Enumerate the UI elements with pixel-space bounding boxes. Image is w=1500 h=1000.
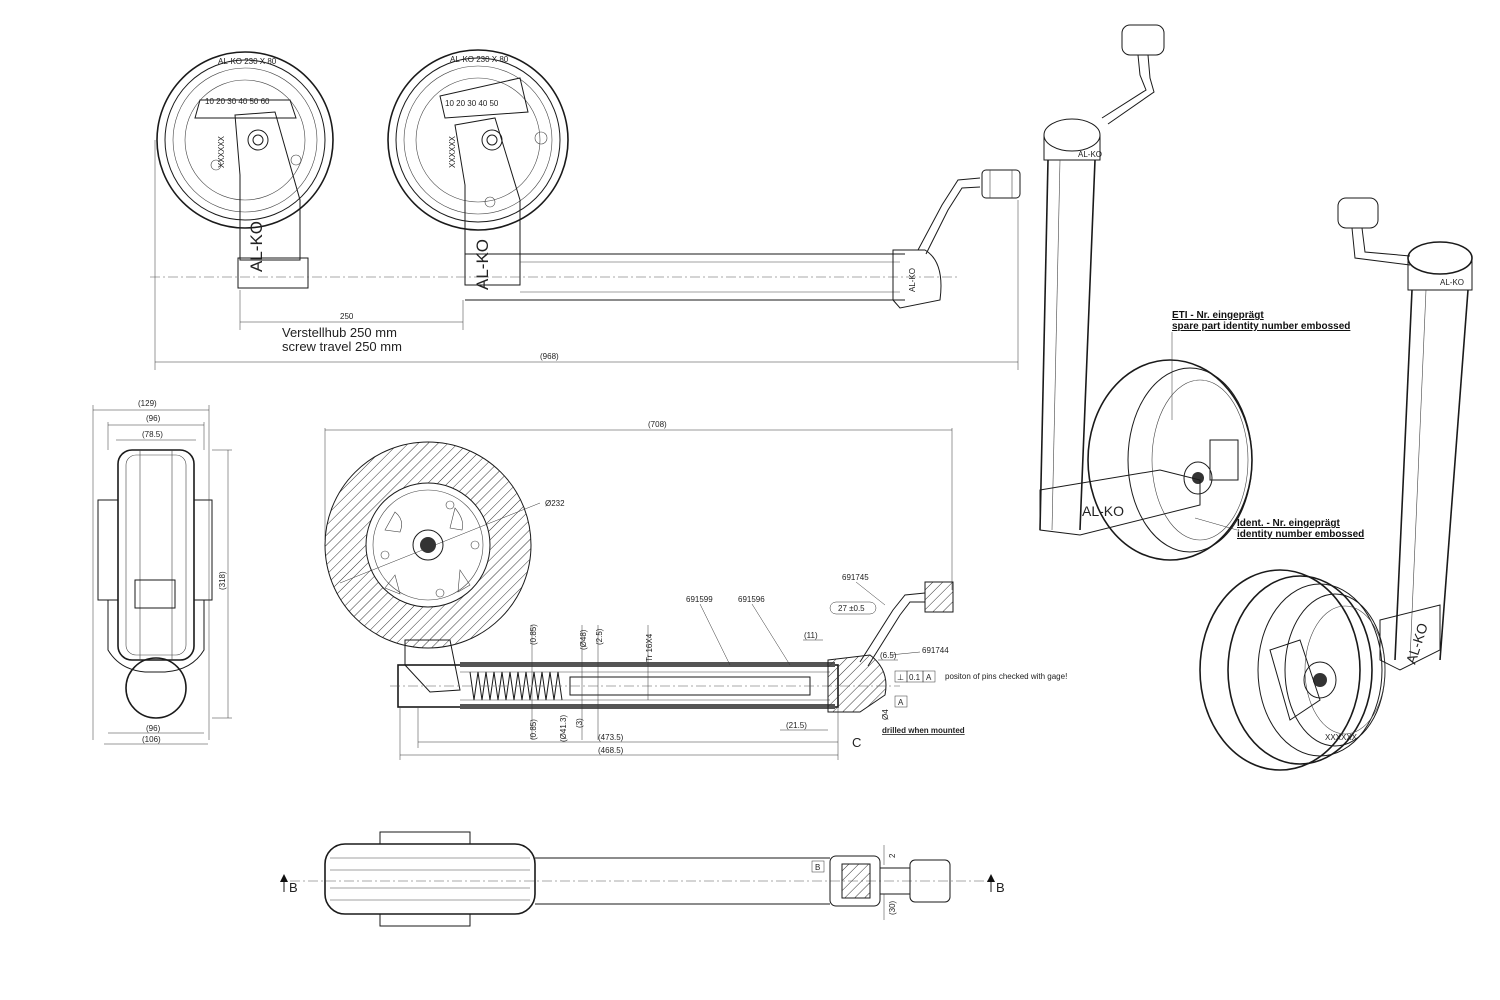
logo-persp-1-head: AL-KO [1078,150,1102,159]
dim-78: (78.5) [142,430,163,439]
part-691745: 691745 [842,573,869,582]
plan-view-bottom: B B B 2 (30) [280,831,1005,927]
note-drilled: drilled when mounted [882,726,965,735]
dim-250: 250 [340,312,354,321]
datum-box: A [898,698,904,707]
svg-text:XXXXXX: XXXXXX [217,135,226,168]
callout-ident-de: Ident. - Nr. eingeprägt [1237,518,1340,529]
travel-en: screw travel 250 mm [282,339,402,354]
dim-232: Ø232 [545,499,565,508]
svg-text:10 20 30 40 50 60: 10 20 30 40 50 60 [205,97,270,106]
dim-129: (129) [138,399,157,408]
callout-ident-en: identity number embossed [1237,529,1364,540]
dim-968: (968) [540,352,559,361]
dim-4: Ø4 [881,709,890,720]
callout-eti-en: spare part identity number embossed [1172,321,1350,332]
dim-0-85-top: (0.85) [529,624,538,645]
part-691599: 691599 [686,595,713,604]
logo-persp-1: AL-KO [1082,503,1124,519]
dim-11: (11) [804,631,818,640]
note-pins: positon of pins checked with gage! [945,672,1067,681]
part-691744: 691744 [922,646,949,655]
dim-708: (708) [648,420,667,429]
dim-96-bot: (96) [146,724,161,733]
dim-27: 27 ±0.5 [838,604,865,613]
section-mark-left: B [289,880,298,895]
dim-41-3: (Ø41.3) [559,715,568,742]
section-view: (708) Ø232 691599 [324,420,1067,760]
logo-head: AL-KO [908,268,917,292]
section-mark-right: B [996,880,1005,895]
dim-473-5: (473.5) [598,733,624,742]
side-view-top: AL-KO 230 X 80 XXXXXX 10 20 30 40 50 60 … [150,49,1021,370]
svg-text:XXXXXX: XXXXXX [1325,733,1358,742]
perspective-view-2: AL-KO AL-KO XXXXXX [1199,197,1473,771]
dim-2-5: (2.5) [595,628,604,645]
svg-text:XXXXXX: XXXXXX [448,135,457,168]
dim-2: 2 [888,853,897,858]
dim-6-5: (6.5) [880,651,897,660]
front-view: (129) (96) (78.5) (318) (96) (106) [92,399,232,745]
perspective-view-1: AL-KO AL-KO [1039,24,1253,561]
tol-datum: A [926,673,932,682]
label-c: C [852,735,861,750]
logo-persp-2: AL-KO [1403,621,1431,666]
dim-106: (106) [142,735,161,744]
tol-value: 0.1 [909,673,921,682]
dim-96-top: (96) [146,414,161,423]
callouts: ETI - Nr. eingeprägt spare part identity… [1171,310,1364,540]
travel-de: Verstellhub 250 mm [282,325,397,340]
tyre-label-2: AL-KO 230 X 80 [450,55,509,64]
callout-eti-de: ETI - Nr. eingeprägt [1172,310,1264,321]
dim-0-85-bot: (0.85) [529,719,538,740]
tr16: Tr 16X4 [645,633,654,662]
logo-clamp-2: AL-KO [473,239,492,290]
dim-30: (30) [888,900,897,915]
logo-clamp-1: AL-KO [247,221,266,272]
part-691596: 691596 [738,595,765,604]
tyre-label-1: AL-KO 230 X 80 [218,57,277,66]
dim-318: (318) [218,571,227,590]
logo-persp-2-head: AL-KO [1440,278,1464,287]
dim-21-5: (21.5) [786,721,807,730]
box-b: B [815,863,820,872]
dim-468-5: (468.5) [598,746,624,755]
dim-3: (3) [575,718,584,728]
wheel-extended: AL-KO 230 X 80 XXXXXX 10 20 30 40 50 60 [156,51,334,229]
wheel-retracted: AL-KO 230 X 80 XXXXXX 10 20 30 40 50 [387,49,569,231]
dim-48: (Ø48) [579,629,588,650]
svg-text:10 20 30 40 50: 10 20 30 40 50 [445,99,499,108]
svg-text:⊥: ⊥ [897,673,904,682]
